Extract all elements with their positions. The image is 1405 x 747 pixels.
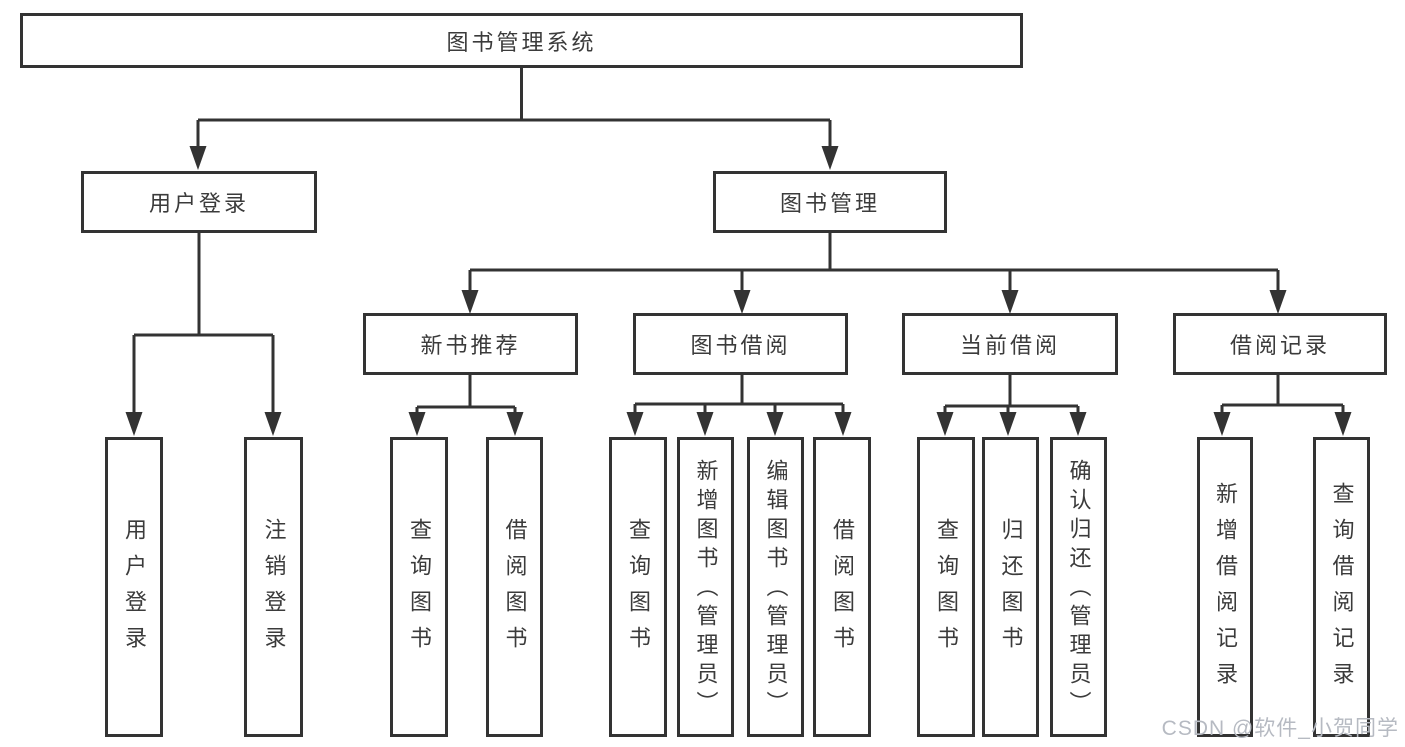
arrow-down-icon [1069,412,1087,436]
arrow-down-icon [506,412,524,436]
connector-root-to-level2 [196,68,832,148]
arrow-down-icon [264,412,282,436]
connector-book-borrowing-to-leaves [633,375,845,414]
leaf-user-login: 用户登录 [105,437,163,737]
leaf-add-books-admin: 新增图书（管理员） [677,437,734,737]
leaf-query-books-borrowing: 查询图书 [609,437,667,737]
arrow-down-icon [936,412,954,436]
connector-paths [132,68,1345,414]
leaf-query-books-current: 查询图书 [917,437,975,737]
arrow-down-icon [999,412,1017,436]
leaf-borrow-books-borrowing: 借阅图书 [813,437,871,737]
node-book-borrowing: 图书借阅 [633,313,848,375]
arrow-down-icon [733,290,751,314]
connector-new-book-recommend-to-leaves [415,375,517,414]
node-user-login: 用户登录 [81,171,317,233]
node-current-borrowing: 当前借阅 [902,313,1118,375]
connector-user-login-to-leaves [132,233,275,414]
leaf-return-books: 归还图书 [982,437,1039,737]
arrowheads [125,146,1352,436]
arrow-down-icon [1334,412,1352,436]
leaf-confirm-return-admin: 确认归还（管理员） [1050,437,1107,737]
arrow-down-icon [766,412,784,436]
leaf-query-books-recommend: 查询图书 [390,437,448,737]
node-new-book-recommend: 新书推荐 [363,313,578,375]
connector-current-borrowing-to-leaves [943,375,1080,414]
arrow-down-icon [626,412,644,436]
node-root: 图书管理系统 [20,13,1023,68]
arrow-down-icon [408,412,426,436]
arrow-down-icon [834,412,852,436]
connector-borrowing-records-to-leaves [1220,375,1345,414]
arrow-down-icon [1213,412,1231,436]
node-book-management: 图书管理 [713,171,947,233]
arrow-down-icon [1269,290,1287,314]
arrow-down-icon [125,412,143,436]
leaf-borrow-books-recommend: 借阅图书 [486,437,543,737]
arrow-down-icon [696,412,714,436]
node-borrowing-records: 借阅记录 [1173,313,1387,375]
connector-book-management-to-level3 [468,233,1280,292]
arrow-down-icon [821,146,839,170]
leaf-query-borrow-record: 查询借阅记录 [1313,437,1370,737]
leaf-edit-books-admin: 编辑图书（管理员） [747,437,804,737]
watermark: CSDN @软件_小贺同学 [1161,717,1399,740]
leaf-add-borrow-record: 新增借阅记录 [1197,437,1253,737]
arrow-down-icon [189,146,207,170]
leaf-logout: 注销登录 [244,437,303,737]
arrow-down-icon [461,290,479,314]
arrow-down-icon [1001,290,1019,314]
